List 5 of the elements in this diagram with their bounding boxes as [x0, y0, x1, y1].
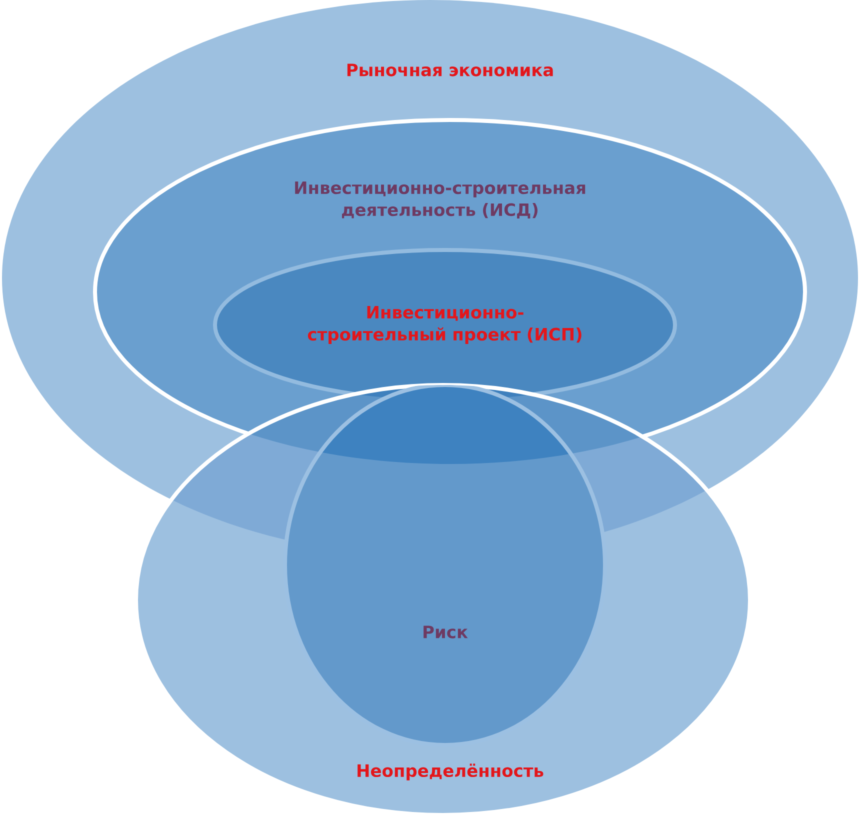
- ellipse-label: Неопределённость: [358, 764, 544, 780]
- ellipse-label: Риск: [424, 626, 468, 638]
- ellipse-label: Инвестиционно-строительный проект (ИСП): [308, 306, 582, 344]
- ellipse-label: Рыночная экономика: [347, 64, 553, 76]
- ellipse-label: Инвестиционно-строительная деятельность (ИСД): [295, 181, 586, 219]
